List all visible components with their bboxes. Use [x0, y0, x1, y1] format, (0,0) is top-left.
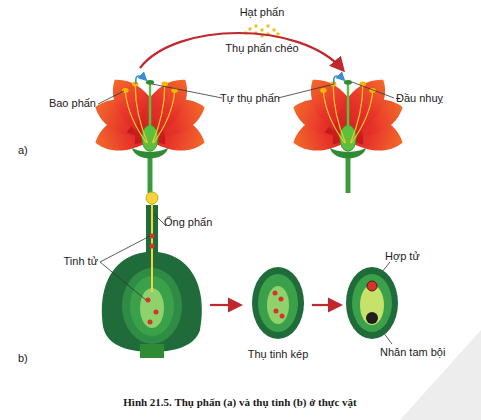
part-label: Tinh tử — [64, 255, 98, 268]
stage-arrow — [210, 304, 240, 306]
part-label: Ống phấn — [164, 216, 212, 229]
part-label: Thụ tinh kép — [248, 348, 309, 361]
watermark-shape — [400, 330, 481, 420]
part-label: Hợp tử — [385, 250, 420, 263]
figure-caption: Hình 21.5. Thụ phấn (a) và thụ tinh (b) … — [123, 396, 356, 408]
part-label: Đầu nhuỵ — [396, 92, 443, 105]
part-label: Thụ phấn chéo — [225, 42, 298, 55]
leader-lines — [98, 82, 394, 104]
flower-left — [90, 69, 210, 193]
stage-arrow — [312, 304, 340, 306]
part-label: Tự thụ phấn — [220, 92, 280, 105]
flower-right — [288, 69, 408, 193]
part-letter: a) — [18, 144, 28, 157]
part-label: Bao phấn — [49, 97, 96, 110]
part-letter: b) — [18, 352, 28, 365]
self-pollination-arrow — [334, 76, 344, 84]
part-label: Nhân tam bội — [380, 346, 445, 359]
ovule-zygote — [346, 267, 398, 339]
part-label: Hạt phấn — [240, 6, 285, 19]
cross-pollination-arrow — [140, 33, 343, 70]
ovule-double-fertilization — [252, 267, 304, 339]
self-pollination-arrow — [136, 76, 146, 84]
leader-lines — [100, 214, 392, 344]
